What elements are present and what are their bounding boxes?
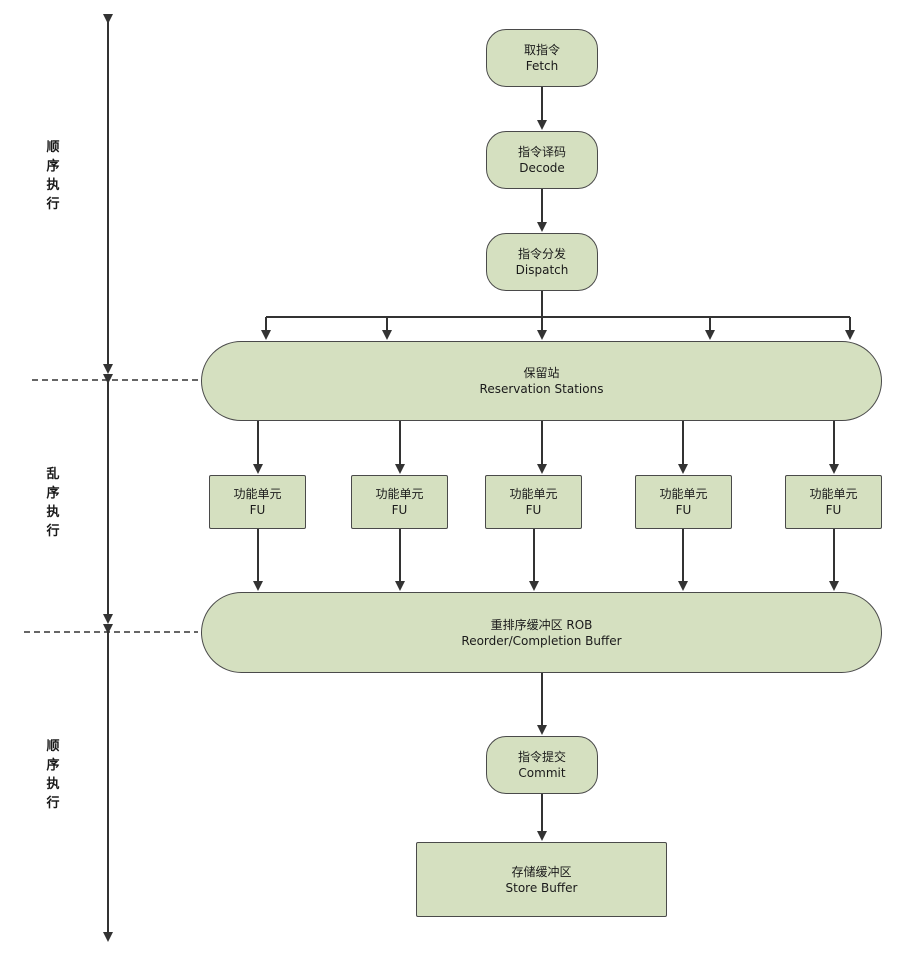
store-buffer-node: 存储缓冲区 Store Buffer <box>416 842 667 917</box>
decode-label-zh: 指令译码 <box>517 145 566 159</box>
fu-label-zh: 功能单元 <box>509 487 558 501</box>
fu-label-zh: 功能单元 <box>375 487 424 501</box>
fu-label-zh: 功能单元 <box>659 487 708 501</box>
rob-label-en: Reorder/Completion Buffer <box>461 633 622 648</box>
commit-label-en: Commit <box>518 766 566 780</box>
side-label-out-of-order: 乱 序 执 行 <box>43 465 63 541</box>
rob-node: 重排序缓冲区 ROB Reorder/Completion Buffer <box>201 592 882 673</box>
side-char: 执 <box>46 178 60 193</box>
reservation-label-en: Reservation Stations <box>479 382 604 396</box>
side-char: 序 <box>46 159 60 174</box>
side-char: 行 <box>46 524 60 539</box>
fu-node-3: 功能单元 FU <box>485 475 582 529</box>
fetch-label-zh: 取指令 <box>523 43 560 57</box>
side-char: 顺 <box>46 739 60 754</box>
decode-node: 指令译码 Decode <box>486 131 598 189</box>
side-char: 顺 <box>46 140 60 155</box>
decode-label-en: Decode <box>519 161 565 175</box>
side-char: 执 <box>46 777 60 792</box>
fu-label-en: FU <box>525 503 542 517</box>
store-label-zh: 存储缓冲区 <box>511 864 572 879</box>
fu-node-2: 功能单元 FU <box>351 475 448 529</box>
fu-label-zh: 功能单元 <box>809 487 858 501</box>
dispatch-label-zh: 指令分发 <box>517 247 566 261</box>
fu-label-en: FU <box>675 503 692 517</box>
fu-label-en: FU <box>249 503 266 517</box>
store-label-en: Store Buffer <box>505 880 578 895</box>
rob-label-zh: 重排序缓冲区 ROB <box>490 617 593 632</box>
side-char: 序 <box>46 486 60 501</box>
side-label-in-order-bottom: 顺 序 执 行 <box>43 737 63 813</box>
fetch-label-en: Fetch <box>525 59 559 73</box>
side-char: 乱 <box>46 467 60 482</box>
fu-label-en: FU <box>825 503 842 517</box>
reservation-label-zh: 保留站 <box>523 366 560 380</box>
fu-label-en: FU <box>391 503 408 517</box>
commit-node: 指令提交 Commit <box>486 736 598 794</box>
fu-label-zh: 功能单元 <box>233 487 282 501</box>
side-label-in-order-top: 顺 序 执 行 <box>43 138 63 214</box>
fetch-node: 取指令 Fetch <box>486 29 598 87</box>
dispatch-node: 指令分发 Dispatch <box>486 233 598 291</box>
dispatch-label-en: Dispatch <box>515 263 569 277</box>
fu-node-1: 功能单元 FU <box>209 475 306 529</box>
side-char: 行 <box>46 197 60 212</box>
side-char: 序 <box>46 758 60 773</box>
fu-node-5: 功能单元 FU <box>785 475 882 529</box>
side-char: 执 <box>46 505 60 520</box>
fu-node-4: 功能单元 FU <box>635 475 732 529</box>
reservation-stations-node: 保留站 Reservation Stations <box>201 341 882 421</box>
side-char: 行 <box>46 796 60 811</box>
commit-label-zh: 指令提交 <box>517 750 566 764</box>
